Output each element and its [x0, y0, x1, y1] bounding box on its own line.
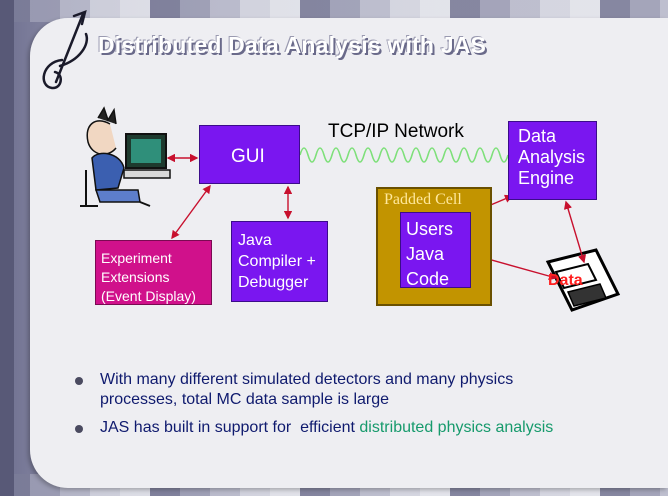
exp-line2: Extensions [101, 269, 170, 285]
left-edge [0, 0, 14, 496]
slide-title: Distributed Data Analysis with JAS [98, 32, 487, 58]
top-band [0, 0, 668, 22]
bullet-list: With many different simulated detectors … [75, 370, 645, 446]
padded-cell-label: Padded Cell [384, 191, 462, 208]
users-line2: Java [406, 244, 445, 264]
logo-icon [42, 10, 89, 90]
gui-label: GUI [231, 146, 265, 167]
java-line1: Java [238, 232, 272, 249]
bullet-item-2: JAS has built in support for efficient d… [75, 418, 645, 438]
users-line1: Users [406, 219, 454, 239]
data-label: Data [548, 272, 583, 289]
java-line3: Debugger [238, 274, 309, 291]
bullet-2-text: JAS has built in support for efficient [100, 419, 360, 436]
experiment-extensions-box: Experiment Extensions (Event Display) [95, 240, 212, 305]
engine-line3: Engine [518, 168, 575, 188]
java-compiler-box: Java Compiler + Debugger [231, 221, 328, 302]
bullet-2-highlight: distributed physics analysis [359, 419, 554, 436]
network-label: TCP/IP Network [328, 121, 464, 142]
users-code-box: Users Java Code [400, 212, 471, 289]
bullet-item-1: With many different simulated detectors … [75, 370, 645, 410]
bullet-dot-icon [75, 377, 83, 385]
arrow-gui-experiment [171, 184, 211, 240]
engine-line1: Data [518, 126, 557, 146]
bullet-1-line2: processes, total MC data sample is large [100, 391, 390, 408]
exp-line1: Experiment [101, 250, 172, 266]
exp-line3: (Event Display) [101, 288, 196, 304]
java-line2: Compiler + [238, 253, 316, 270]
computer-user-icon [80, 106, 171, 207]
bullet-dot-icon [75, 425, 83, 433]
gui-box: GUI [199, 125, 300, 184]
network-wave [299, 147, 509, 163]
bullet-1-line1: With many different simulated detectors … [100, 371, 514, 388]
users-line3: Code [406, 269, 450, 289]
engine-line2: Analysis [518, 147, 586, 167]
analysis-engine-box: Data Analysis Engine [508, 121, 597, 200]
arrow-engine-data [563, 200, 587, 264]
